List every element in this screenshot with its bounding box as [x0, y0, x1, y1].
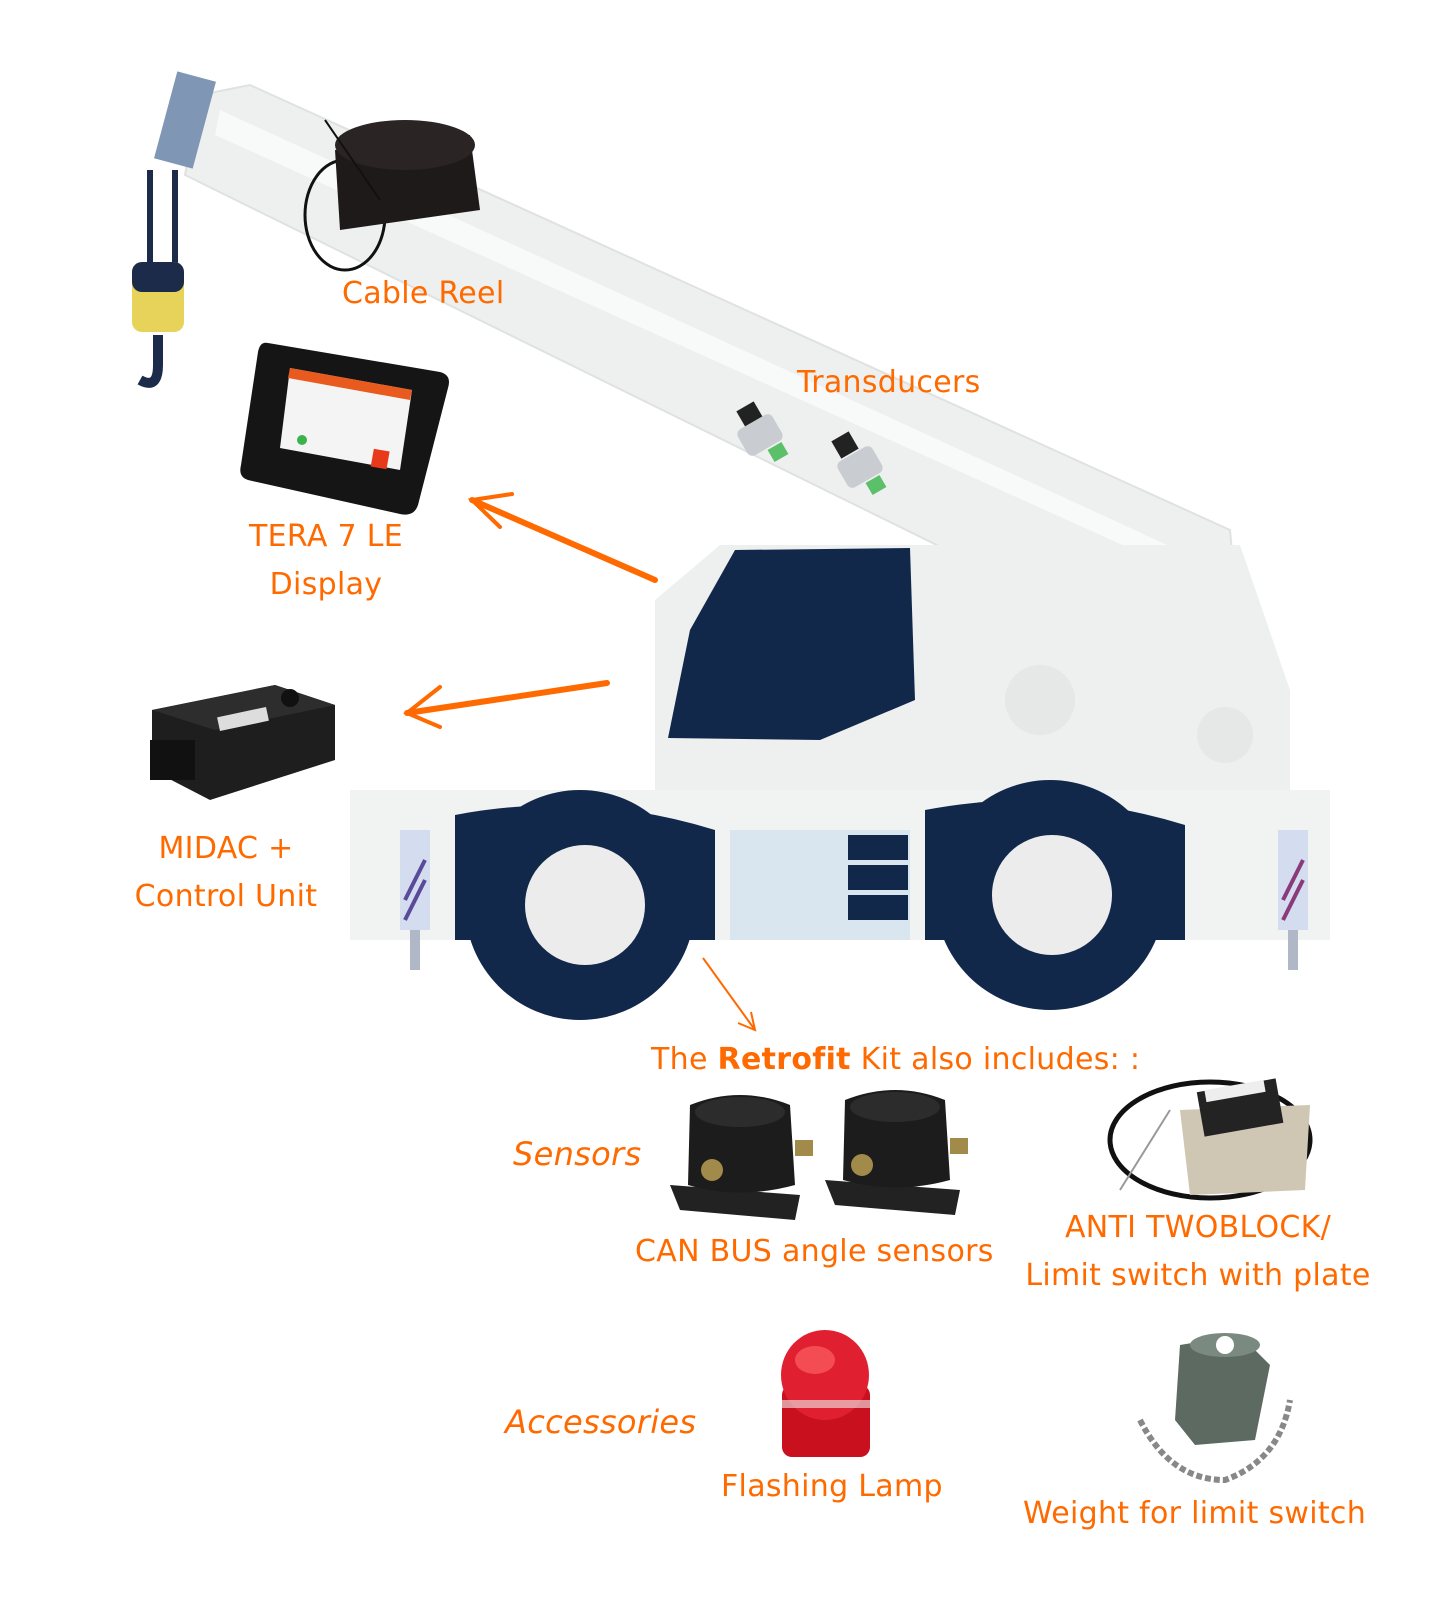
crane-boom-highlight	[215, 110, 1200, 580]
arrow-to-control-unit	[403, 680, 610, 729]
arrow-to-kit	[702, 957, 757, 1032]
tera-display-image	[240, 342, 449, 515]
cable-reel-label: Cable Reel	[342, 276, 505, 311]
transducers-label: Transducers	[797, 365, 981, 400]
front-wheel-hub	[525, 845, 645, 965]
can-bus-label: CAN BUS angle sensors	[635, 1234, 994, 1269]
weight-label: Weight for limit switch	[1023, 1496, 1367, 1531]
crane-illustration	[132, 71, 1330, 1020]
midac-control-unit-image	[150, 685, 335, 800]
control-unit-label: MIDAC + Control Unit	[106, 825, 346, 921]
kit-suffix: Kit also includes: :	[860, 1042, 1141, 1077]
control-unit-label-line1: MIDAC +	[158, 831, 294, 866]
sensors-heading: Sensors	[513, 1135, 642, 1173]
transducer-1	[736, 401, 789, 463]
rear-wheel-hub	[992, 835, 1112, 955]
flashing-lamp-image	[781, 1330, 870, 1457]
display-label: TERA 7 LE Display	[226, 513, 426, 609]
flashing-lamp-label: Flashing Lamp	[721, 1469, 943, 1504]
control-unit-label-line2: Control Unit	[134, 879, 318, 914]
anti-twoblock-label-line1: ANTI TWOBLOCK/	[1064, 1210, 1332, 1245]
display-label-line2: Display	[269, 567, 383, 602]
hook-block-top	[154, 71, 216, 169]
can-bus-sensor-2	[825, 1090, 968, 1215]
transducer-2	[831, 431, 887, 496]
kit-includes-heading: The Retrofit Kit also includes: :	[651, 1036, 1140, 1084]
crane-cab-window	[668, 548, 915, 740]
limit-switch-weight-image	[1137, 1333, 1293, 1484]
kit-prefix: The	[651, 1042, 708, 1077]
anti-twoblock-label-line2: Limit switch with plate	[1025, 1258, 1371, 1293]
can-bus-sensor-1	[670, 1095, 813, 1220]
arrow-to-display	[467, 492, 658, 583]
cable-reel-image	[303, 119, 480, 272]
anti-twoblock-label: ANTI TWOBLOCK/ Limit switch with plate	[1008, 1204, 1388, 1300]
kit-bold: Retrofit	[717, 1042, 851, 1077]
display-label-line1: TERA 7 LE	[249, 519, 403, 554]
hook-icon	[137, 335, 163, 388]
anti-twoblock-limit-switch-image	[1107, 1078, 1313, 1201]
accessories-heading: Accessories	[505, 1403, 697, 1441]
